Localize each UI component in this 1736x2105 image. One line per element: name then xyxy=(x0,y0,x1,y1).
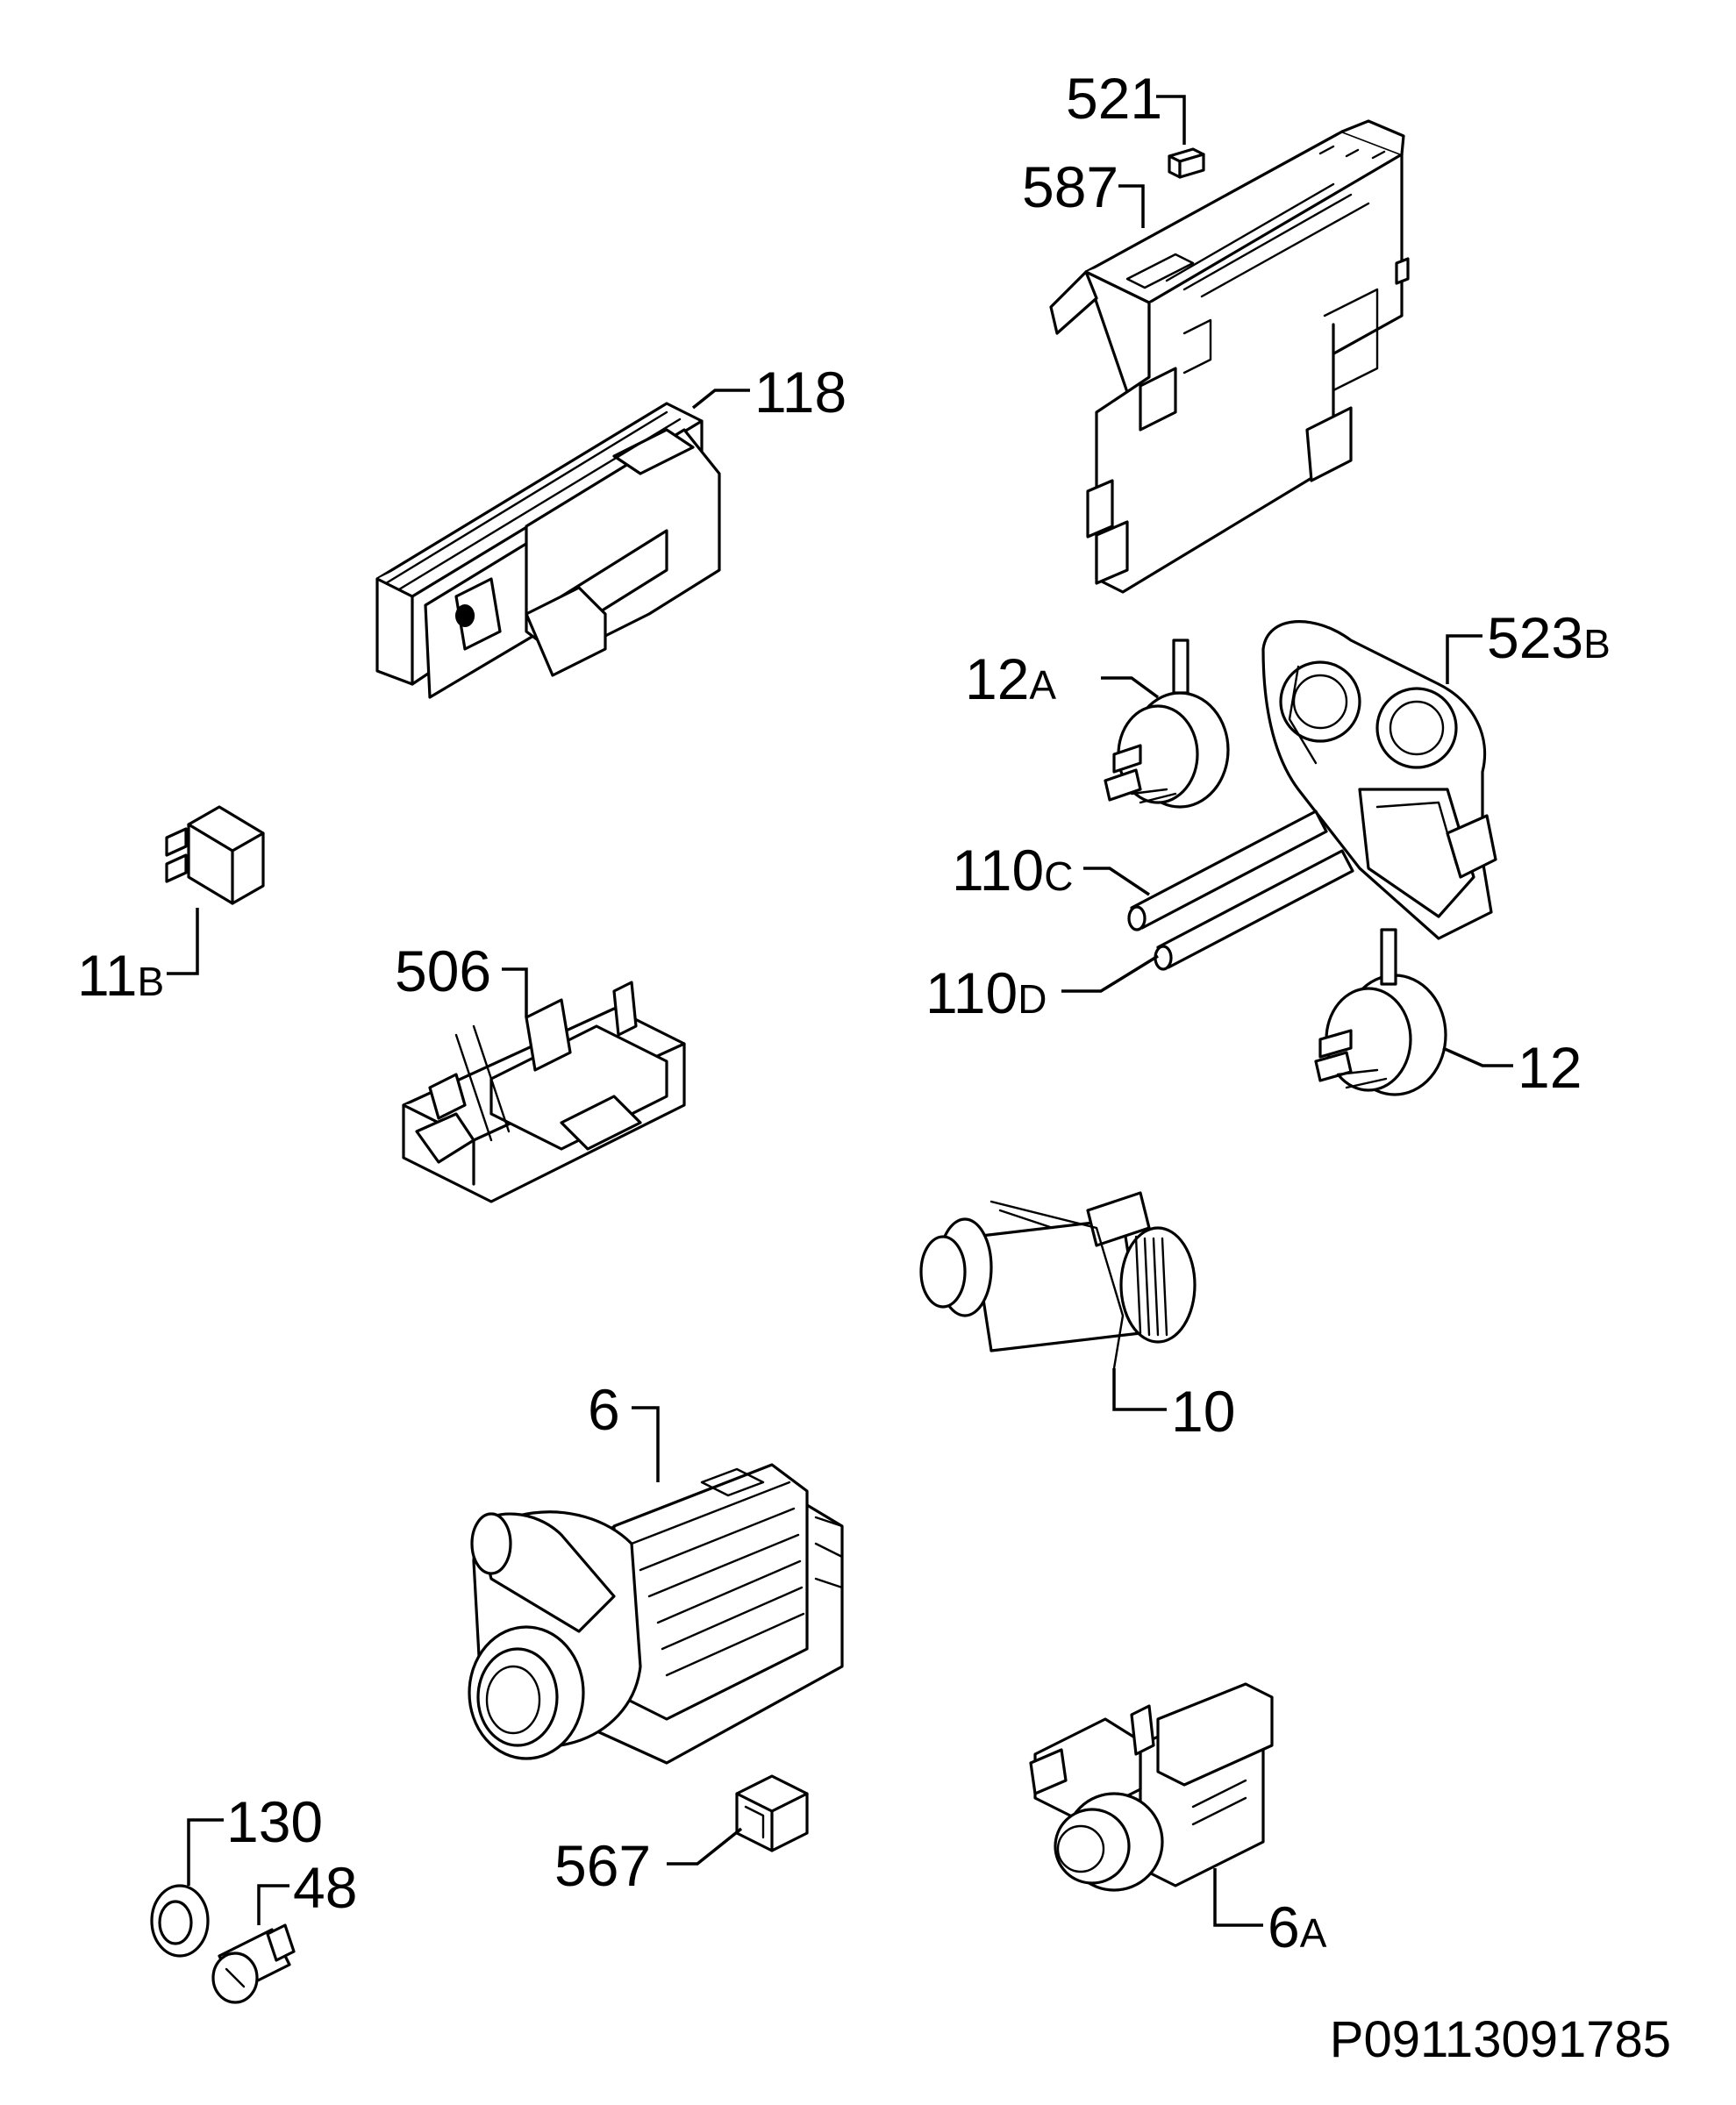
leader-130 xyxy=(187,1818,224,1886)
leader-10 xyxy=(1112,1368,1167,1411)
leader-12a xyxy=(1101,676,1160,699)
part-48-plug xyxy=(211,1923,296,2004)
callout-10: 10 xyxy=(1171,1379,1235,1444)
leader-lines xyxy=(167,95,1513,1927)
leader-110c xyxy=(1083,867,1150,896)
callout-130: 130 xyxy=(226,1789,323,1854)
part-12a-pressure-switch xyxy=(1104,639,1230,809)
callout-11b: 11B xyxy=(77,943,164,1008)
leader-6a xyxy=(1213,1868,1263,1927)
part-567-clip xyxy=(735,1774,809,1852)
callout-6: 6 xyxy=(588,1377,620,1442)
part-506-door-lock xyxy=(402,981,686,1203)
part-523b-bracket xyxy=(1261,620,1497,940)
part-587-control-module xyxy=(1049,119,1410,594)
leader-6 xyxy=(632,1406,660,1482)
callout-110c: 110C xyxy=(952,838,1073,903)
leader-521 xyxy=(1156,95,1186,145)
part-130-seal-ring xyxy=(150,1884,210,1958)
part-110d-tube xyxy=(1154,849,1354,971)
part-10-heater xyxy=(919,1191,1197,1370)
leader-506 xyxy=(502,967,528,1017)
leader-48 xyxy=(257,1884,289,1925)
callout-506: 506 xyxy=(395,938,491,1003)
callout-labels: 521 587 118 523B 12A 110C 110D 12 11B 50… xyxy=(77,66,1611,1959)
part-6a-drain-pump xyxy=(1029,1682,1274,1892)
leader-110d xyxy=(1061,954,1159,993)
part-6-circulation-pump xyxy=(468,1463,844,1765)
callout-587: 587 xyxy=(1022,154,1118,219)
leader-12 xyxy=(1442,1046,1513,1067)
callout-12: 12 xyxy=(1518,1035,1582,1100)
callout-48: 48 xyxy=(293,1855,357,1920)
leader-587 xyxy=(1118,184,1145,228)
part-12-pressure-switch xyxy=(1314,928,1447,1096)
callout-12a: 12A xyxy=(965,646,1056,711)
part-521-clip xyxy=(1168,147,1205,179)
leader-523b xyxy=(1446,634,1482,684)
part-110c-tube xyxy=(1127,810,1328,931)
callout-523b: 523B xyxy=(1487,605,1611,670)
leader-11b xyxy=(167,908,199,975)
callout-6a: 6A xyxy=(1268,1894,1327,1959)
callout-118: 118 xyxy=(754,360,847,425)
callout-521: 521 xyxy=(1066,66,1162,131)
part-11b-relay xyxy=(165,805,265,905)
callout-110d: 110D xyxy=(925,960,1047,1025)
reference-code: P09113091785 xyxy=(1330,2011,1671,2068)
leader-567 xyxy=(667,1827,743,1866)
leader-118 xyxy=(691,389,750,410)
part-118-dispenser xyxy=(375,402,721,699)
callout-567: 567 xyxy=(554,1833,651,1898)
